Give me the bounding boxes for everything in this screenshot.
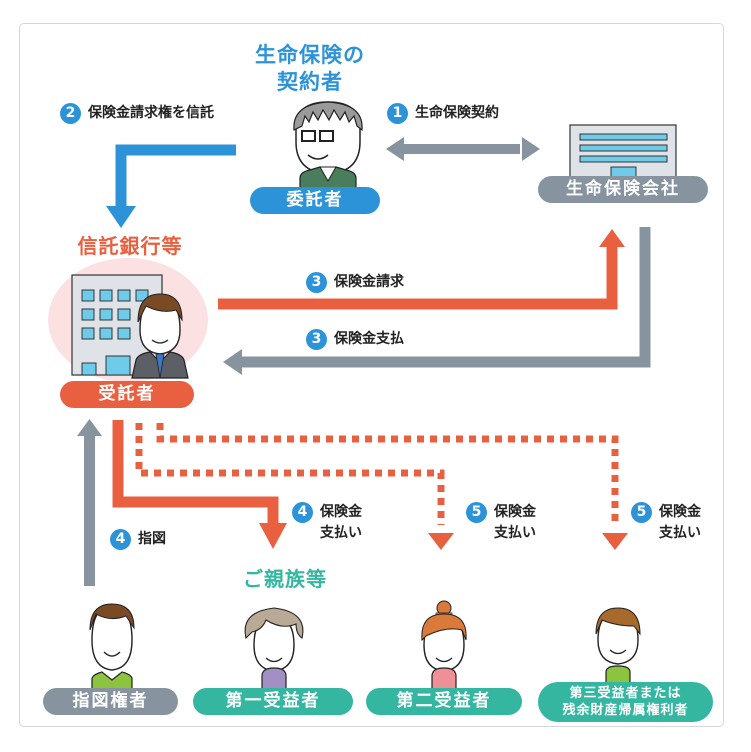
second-beneficiary-label: 第二受益者 xyxy=(366,688,522,715)
arrow-step2-entrust xyxy=(106,144,236,228)
arrow-step3-claim xyxy=(218,229,625,310)
trust-bank-title: 信託銀行等 xyxy=(77,234,183,258)
family-title: ご親族等 xyxy=(243,567,327,591)
arrow-step3-payment xyxy=(223,227,651,375)
arrow-step5-payout-third xyxy=(156,423,628,550)
policyholder-title: 生命保険の 契約者 xyxy=(255,43,365,94)
step-number-badge: 4 xyxy=(110,529,131,550)
diagram-frame xyxy=(19,23,724,727)
arrow-step5-payout-second xyxy=(135,423,454,550)
arrow-step1-contract xyxy=(386,137,540,161)
instructor-label: 指図権者 xyxy=(43,688,178,715)
step-number-badge: 3 xyxy=(306,329,327,350)
step-number-badge: 5 xyxy=(631,502,652,523)
third-beneficiary-label: 第三受益者または 残余財産帰属権利者 xyxy=(538,682,713,722)
settlor-label: 委託者 xyxy=(250,187,380,214)
first-beneficiary-label: 第一受益者 xyxy=(193,688,353,715)
step-number-badge: 1 xyxy=(387,103,408,124)
trustee-label: 受託者 xyxy=(60,381,194,408)
step-number-badge: 5 xyxy=(466,502,487,523)
step-number-badge: 2 xyxy=(60,103,81,124)
step-number-badge: 3 xyxy=(306,272,327,293)
arrow-step4-instruction xyxy=(77,419,102,586)
step-number-badge: 4 xyxy=(292,502,313,523)
arrow-step4-payout xyxy=(112,420,287,549)
insurer-label: 生命保険会社 xyxy=(538,176,708,203)
